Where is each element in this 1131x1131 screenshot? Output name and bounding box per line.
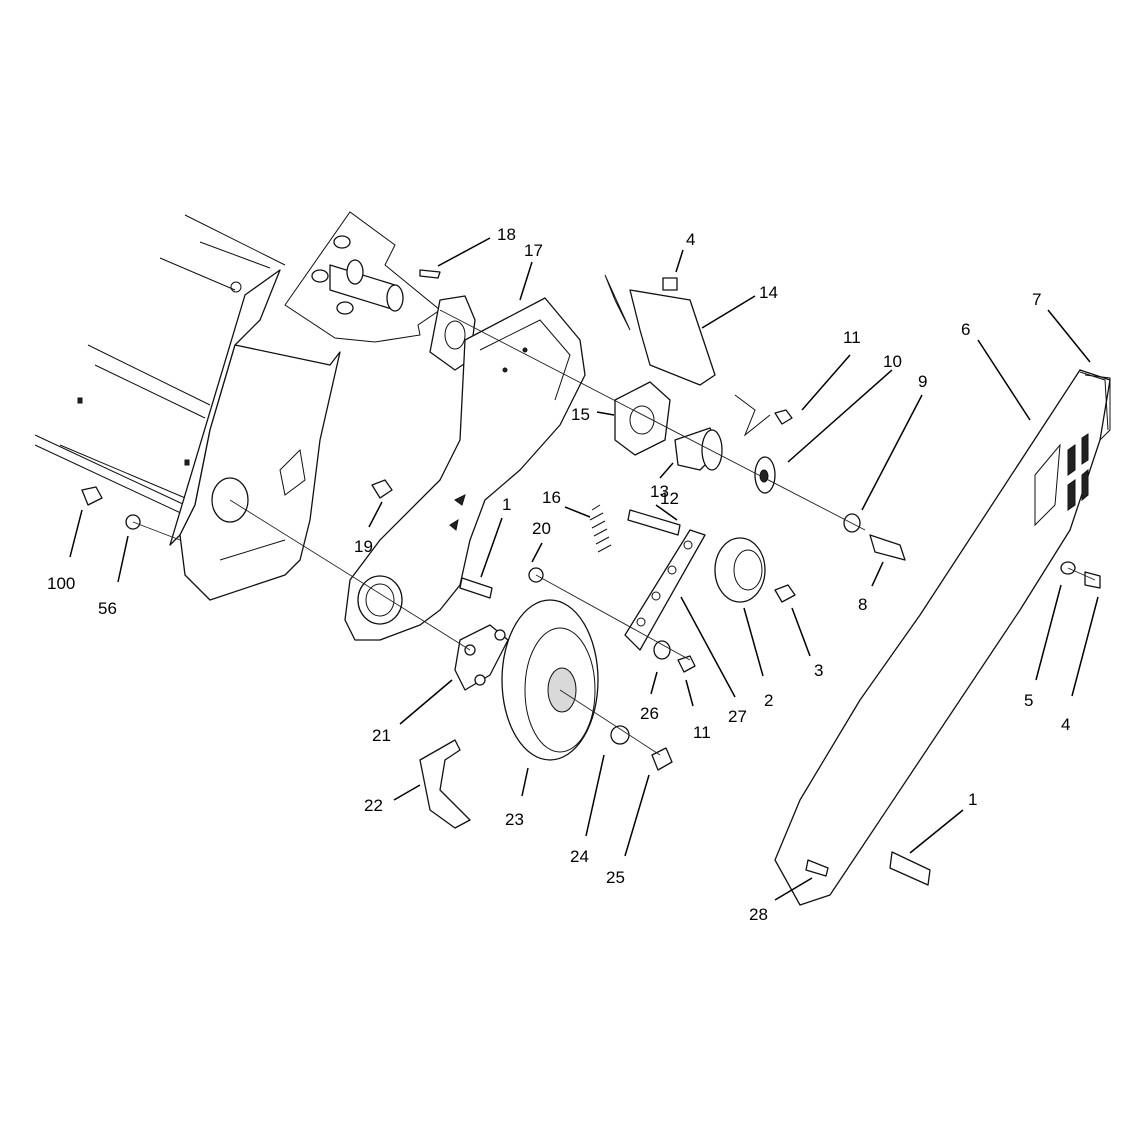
callout-3: 3 xyxy=(814,661,823,680)
callout-20: 20 xyxy=(532,519,551,538)
callout-25: 25 xyxy=(606,868,625,887)
callout-1-lower: 1 xyxy=(968,790,977,809)
leader-lines xyxy=(69,237,1099,901)
callout-22: 22 xyxy=(364,796,383,815)
callout-27: 27 xyxy=(728,707,747,726)
callout-18: 18 xyxy=(497,225,516,244)
callout-labels: 18 17 4 14 7 6 11 10 9 15 13 16 12 1 20 … xyxy=(47,225,1070,924)
callout-17: 17 xyxy=(524,241,543,260)
cover-panel xyxy=(774,369,1111,906)
callout-15: 15 xyxy=(571,405,590,424)
callout-8: 8 xyxy=(858,595,867,614)
side-plate xyxy=(344,297,586,641)
callout-6: 6 xyxy=(961,320,970,339)
callout-16: 16 xyxy=(542,488,561,507)
callout-24: 24 xyxy=(570,847,589,866)
callout-2: 2 xyxy=(764,691,773,710)
callout-13: 13 xyxy=(650,482,669,501)
callout-28: 28 xyxy=(749,905,768,924)
assembly-axis-lines xyxy=(132,309,1096,756)
callout-9: 9 xyxy=(918,372,927,391)
callout-4-top: 4 xyxy=(686,230,695,249)
callout-19: 19 xyxy=(354,537,373,556)
callout-56: 56 xyxy=(98,599,117,618)
callout-5: 5 xyxy=(1024,691,1033,710)
callout-21: 21 xyxy=(372,726,391,745)
callout-26: 26 xyxy=(640,704,659,723)
callout-14: 14 xyxy=(759,283,778,302)
hub-components xyxy=(614,381,906,561)
drive-components xyxy=(419,599,673,829)
callout-12: 12 xyxy=(660,489,679,508)
bracket xyxy=(604,274,771,437)
misc-hardware xyxy=(81,479,493,599)
callout-23: 23 xyxy=(505,810,524,829)
callout-11-lower: 11 xyxy=(693,723,711,742)
callout-4-right: 4 xyxy=(1061,715,1070,734)
tension-components xyxy=(528,504,796,673)
frame-housing xyxy=(34,214,341,601)
callout-11-upper: 11 xyxy=(843,328,861,347)
callout-1-upper: 1 xyxy=(502,495,511,514)
callout-10: 10 xyxy=(883,352,902,371)
shaft-assembly xyxy=(284,211,476,371)
callout-100: 100 xyxy=(47,574,75,593)
callout-7: 7 xyxy=(1032,290,1041,309)
